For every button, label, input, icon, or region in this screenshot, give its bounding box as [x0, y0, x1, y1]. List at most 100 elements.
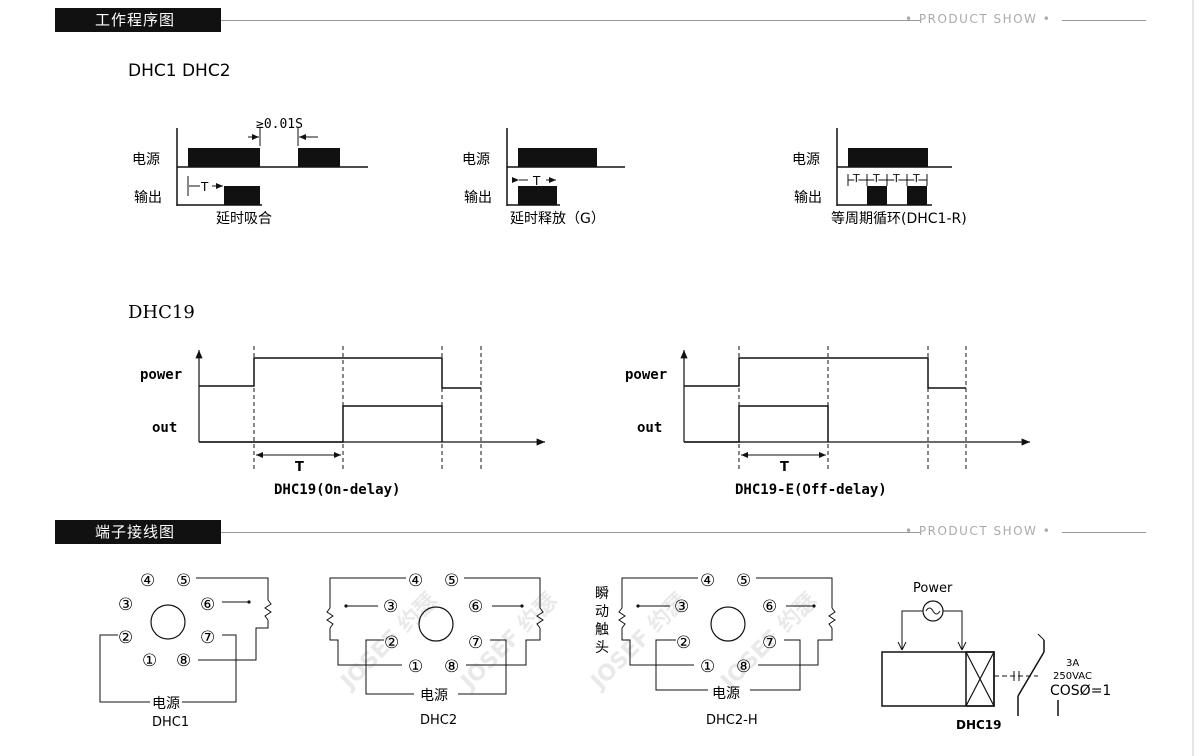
- output-pulse: [518, 186, 557, 205]
- wiring-diagram-dhc1: ④ ⑤ ③ ⑥ ② ⑦ ① ⑧ 电源 DHC1: [99, 571, 272, 730]
- pin-8: ⑧: [736, 657, 751, 677]
- power-label: 电源: [462, 152, 490, 168]
- power-label: 电源: [132, 152, 160, 168]
- right-edge-rule: [1192, 0, 1194, 756]
- product-show-label: • PRODUCT SHOW •: [905, 524, 1052, 538]
- section-divider-right: [1062, 20, 1146, 21]
- pin-2: ②: [118, 628, 133, 648]
- output-label: 输出: [794, 190, 822, 206]
- relay-body: [881, 651, 995, 707]
- wiring-caption: DHC1: [152, 715, 189, 730]
- pin-6: ⑥: [468, 597, 483, 617]
- wiring-diagram-dhc2: ④ ⑤ ③ ⑥ ② ⑦ ① ⑧ 电源 DHC2: [326, 571, 544, 728]
- power-pulse: [848, 148, 928, 167]
- socket-key: [710, 606, 746, 642]
- pin-4: ④: [408, 571, 423, 591]
- diagram-caption: 延时吸合: [216, 211, 272, 227]
- rating-voltage: 250VAC: [1053, 671, 1092, 682]
- supply-label: 电源: [712, 686, 740, 702]
- out-label: out: [637, 420, 662, 436]
- delay-t-label: T: [780, 460, 789, 475]
- pin-7: ⑦: [762, 633, 777, 653]
- period-t-label: T: [872, 172, 880, 185]
- delay-t-label: T: [295, 460, 304, 475]
- timing-diagram-delay-on: 电源 输出 ≥0.01S T 延时吸合: [132, 117, 368, 227]
- pin-8: ⑧: [176, 651, 191, 671]
- pin-5: ⑤: [176, 571, 191, 591]
- power-pulse: [188, 148, 260, 167]
- pin-8: ⑧: [444, 657, 459, 677]
- pin-4: ④: [140, 571, 155, 591]
- out-waveform: [684, 405, 829, 443]
- pin-1: ①: [700, 657, 715, 677]
- supply-label: 电源: [420, 688, 448, 704]
- timing-heading-dhc19: DHC19: [128, 302, 195, 323]
- timing-diagram-off-delay: power out T DHC19-E(Off-delay): [625, 346, 1030, 498]
- period-t-label: T: [852, 172, 860, 185]
- power-label: 电源: [792, 152, 820, 168]
- instant-contact-char: 触: [595, 622, 609, 638]
- output-label: 输出: [134, 190, 162, 206]
- pin-3: ③: [118, 595, 133, 615]
- contact-switch-icon: [1017, 651, 1045, 697]
- pin-5: ⑤: [736, 571, 751, 591]
- output-pulse: [224, 186, 260, 205]
- diagram-caption: 延时释放（G）: [510, 211, 605, 227]
- power-waveform: [199, 357, 481, 389]
- diagram-caption: DHC19-E(Off-delay): [735, 482, 887, 498]
- section-tab-program: 工作程序图: [55, 8, 221, 32]
- instant-contact-char: 头: [595, 640, 609, 656]
- rating-current: 3A: [1066, 658, 1079, 669]
- wiring-diagram-dhc19: Power 3A 250VAC COSØ=1 DHC19: [881, 581, 1111, 732]
- power-label: power: [140, 367, 182, 383]
- pin-6: ⑥: [762, 597, 777, 617]
- section-header-wiring: 端子接线图 • PRODUCT SHOW •: [0, 520, 1200, 546]
- section-tab-wiring: 端子接线图: [55, 520, 221, 544]
- output-pulse: [907, 186, 927, 205]
- socket-key: [150, 604, 186, 640]
- pin-3: ③: [674, 597, 689, 617]
- instant-contact-char: 瞬: [595, 586, 609, 602]
- power-label: power: [625, 367, 667, 383]
- pin-7: ⑦: [200, 628, 215, 648]
- out-waveform: [199, 405, 443, 443]
- wiring-caption: DHC2: [420, 713, 457, 728]
- diagram-caption: 等周期循环(DHC1-R): [831, 210, 967, 227]
- wiring-diagram-dhc2h: 瞬 动 触 头 ④ ⑤ ③ ⑥ ② ⑦ ① ⑧ 电源 DHC2-H: [595, 571, 836, 728]
- pin-2: ②: [384, 633, 399, 653]
- power-pulse: [298, 148, 340, 167]
- timing-diagram-on-delay: power out T DHC19(On-delay): [140, 346, 545, 498]
- section-divider: [221, 20, 921, 21]
- section-divider: [221, 532, 921, 533]
- diagram-caption: DHC19(On-delay): [274, 482, 400, 498]
- power-pulse: [518, 148, 597, 167]
- delay-t-label: T: [200, 180, 209, 194]
- relay-coil-icon: [965, 651, 995, 707]
- wiring-caption: DHC19: [956, 718, 1002, 732]
- pin-7: ⑦: [468, 633, 483, 653]
- pin-4: ④: [700, 571, 715, 591]
- min-off-time: ≥0.01S: [256, 117, 303, 132]
- pin-1: ①: [408, 657, 423, 677]
- timing-heading-dhc1-dhc2: DHC1 DHC2: [128, 61, 231, 81]
- period-t-label: T: [912, 172, 920, 185]
- section-divider-right: [1062, 532, 1146, 533]
- power-label: Power: [913, 581, 953, 596]
- pin-6: ⑥: [200, 595, 215, 615]
- product-show-label: • PRODUCT SHOW •: [905, 12, 1052, 26]
- power-factor: COSØ=1: [1050, 683, 1111, 699]
- pin-2: ②: [676, 633, 691, 653]
- period-t-label: T: [892, 172, 900, 185]
- output-label: 输出: [464, 190, 492, 206]
- wiring-caption: DHC2-H: [706, 713, 758, 728]
- output-pulse: [867, 186, 887, 205]
- power-waveform: [684, 357, 966, 389]
- pin-5: ⑤: [444, 571, 459, 591]
- section-header-program: 工作程序图 • PRODUCT SHOW •: [0, 8, 1200, 34]
- pin-1: ①: [142, 651, 157, 671]
- timing-diagram-cycle: 电源 输出 T T T T 等周期循环(DHC1-R): [792, 128, 967, 227]
- timing-diagram-delay-off: 电源 输出 T 延时释放（G）: [462, 128, 625, 227]
- supply-label: 电源: [152, 696, 180, 712]
- delay-t-label: T: [532, 174, 541, 188]
